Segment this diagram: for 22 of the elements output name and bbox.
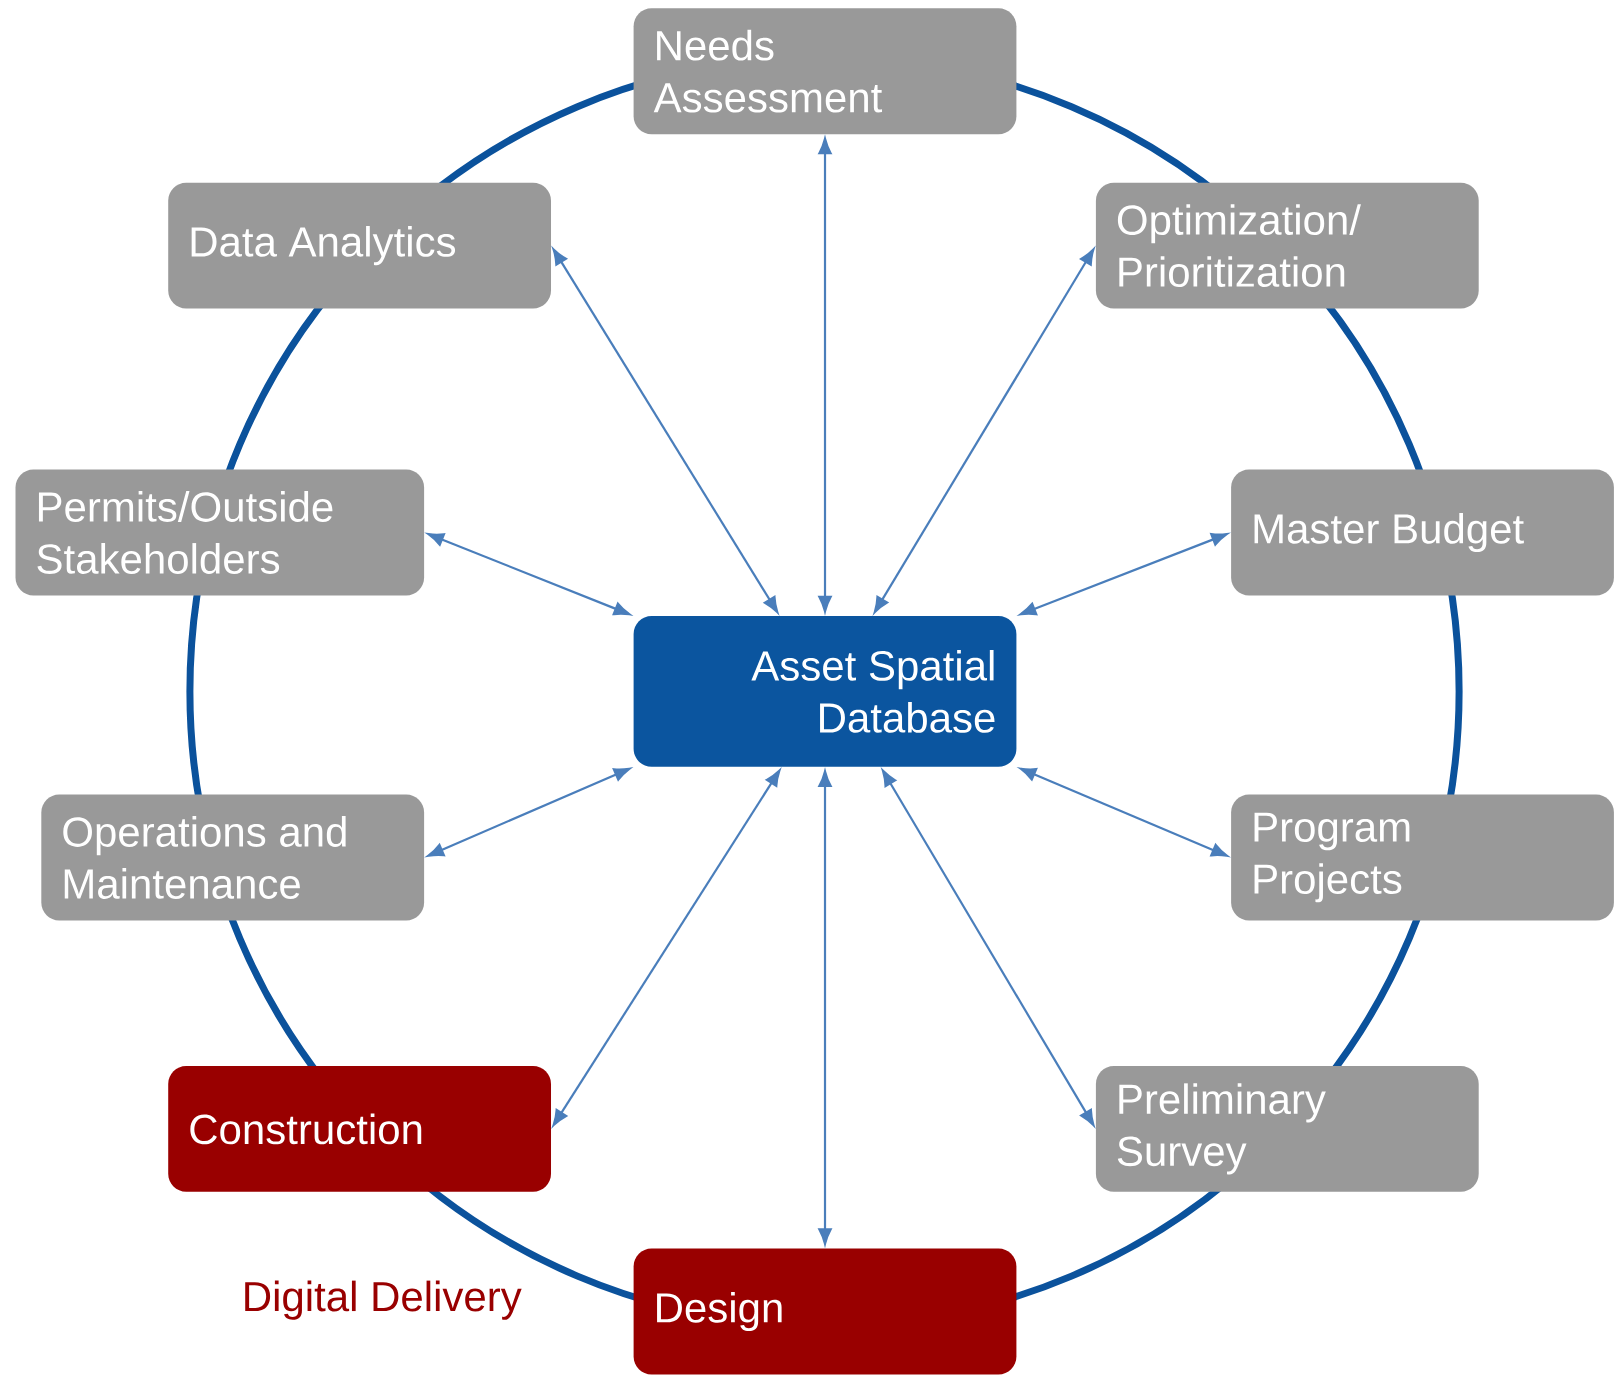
process-box: Operations and Maintenance — [41, 794, 425, 921]
arrow — [881, 769, 1095, 1127]
process-box: Master Budget — [1231, 469, 1614, 596]
arrow — [427, 767, 631, 857]
central-database-box: Asset Spatial Database — [633, 616, 1017, 767]
process-box: Program Projects — [1231, 794, 1614, 921]
delivery-box: Design — [633, 1248, 1017, 1375]
process-box: Preliminary Survey — [1095, 1065, 1479, 1192]
arrow — [427, 533, 631, 616]
arrow — [552, 769, 781, 1127]
arrow — [1019, 533, 1228, 616]
process-box: Optimization/ Prioritization — [1095, 182, 1479, 309]
arrow — [552, 248, 779, 614]
process-box: Data Analytics — [168, 182, 551, 309]
arrow — [873, 248, 1095, 614]
arrow — [818, 770, 832, 1245]
delivery-box: Construction — [168, 1065, 551, 1192]
process-box: Permits/Outside Stakeholders — [15, 469, 425, 596]
arrow — [1019, 767, 1228, 857]
process-box: Needs Assessment — [633, 8, 1017, 135]
arrow — [818, 137, 832, 613]
annotation-text: Digital Delivery — [245, 1280, 522, 1320]
